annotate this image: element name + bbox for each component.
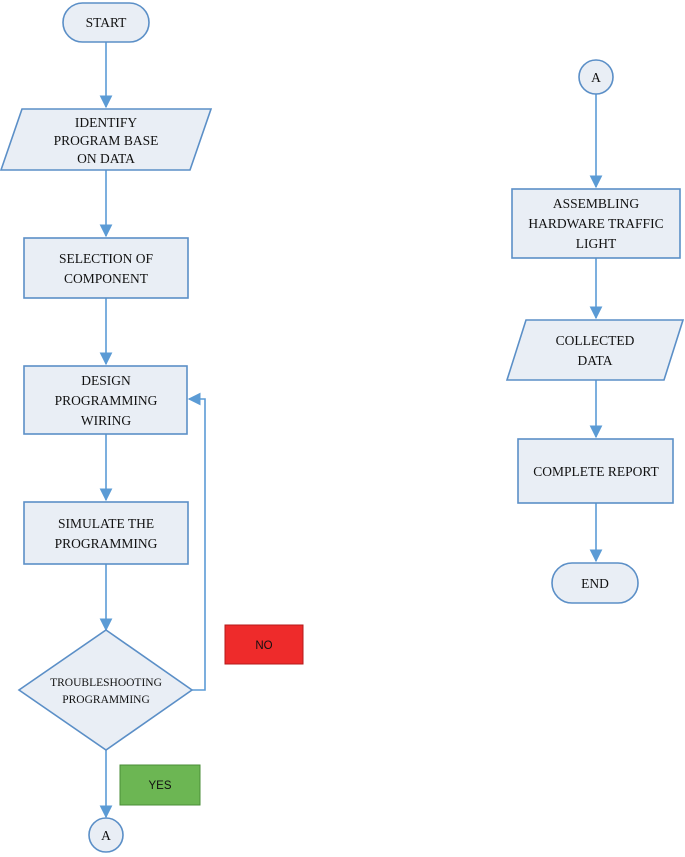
- troubleshoot-decision: TROUBLESHOOTING PROGRAMMING: [17, 629, 194, 751]
- report-label: COMPLETE REPORT: [533, 464, 659, 479]
- yes-badge: YES: [119, 764, 201, 806]
- no-badge-label: NO: [255, 640, 272, 652]
- identify-label-line-2: PROGRAM BASE: [54, 133, 159, 148]
- troubleshoot-label-line-1: TROUBLESHOOTING: [50, 677, 162, 689]
- end-node: END: [551, 562, 639, 604]
- edge-troubleshoot-design-no: [187, 392, 206, 691]
- assembling-label-line-1: ASSEMBLING: [553, 196, 640, 211]
- connector-a-in: A: [578, 59, 614, 95]
- selection-node: SELECTION OF COMPONENT: [23, 237, 189, 299]
- simulate-node: SIMULATE THE PROGRAMMING: [23, 501, 189, 565]
- selection-label-line-1: SELECTION OF: [59, 251, 154, 266]
- no-badge: NO: [224, 624, 304, 665]
- design-node: DESIGN PROGRAMMING WIRING: [23, 365, 188, 435]
- simulate-label-line-2: PROGRAMMING: [55, 536, 158, 551]
- design-label-line-3: WIRING: [81, 413, 131, 428]
- identify-node: IDENTIFY PROGRAM BASE ON DATA: [0, 108, 213, 171]
- no-badge-box: [224, 624, 304, 665]
- yes-badge-label: YES: [148, 780, 171, 792]
- connector-a-out-label: A: [101, 828, 111, 843]
- simulate-label-line-1: SIMULATE THE: [58, 516, 154, 531]
- assembling-label-line-2: HARDWARE TRAFFIC: [528, 216, 663, 231]
- design-label-line-1: DESIGN: [81, 373, 131, 388]
- design-label-line-2: PROGRAMMING: [55, 393, 158, 408]
- start-node: START: [62, 2, 150, 43]
- assembling-label-line-3: LIGHT: [576, 236, 617, 251]
- start-label: START: [86, 15, 128, 30]
- report-node: COMPLETE REPORT: [517, 438, 674, 504]
- identify-label-line-3: ON DATA: [77, 151, 135, 166]
- troubleshoot-label-line-2: PROGRAMMING: [62, 694, 150, 706]
- selection-label-line-2: COMPONENT: [64, 271, 149, 286]
- assembling-node: ASSEMBLING HARDWARE TRAFFIC LIGHT: [511, 188, 681, 259]
- connector-a-in-label: A: [591, 70, 601, 85]
- collected-node: COLLECTED DATA: [505, 319, 685, 381]
- end-label: END: [581, 576, 609, 591]
- collected-label-line-1: COLLECTED: [556, 333, 635, 348]
- yes-badge-box: [119, 764, 201, 806]
- collected-label-line-2: DATA: [578, 353, 613, 368]
- connector-a-out: A: [88, 817, 124, 853]
- identify-label-line-1: IDENTIFY: [75, 115, 137, 130]
